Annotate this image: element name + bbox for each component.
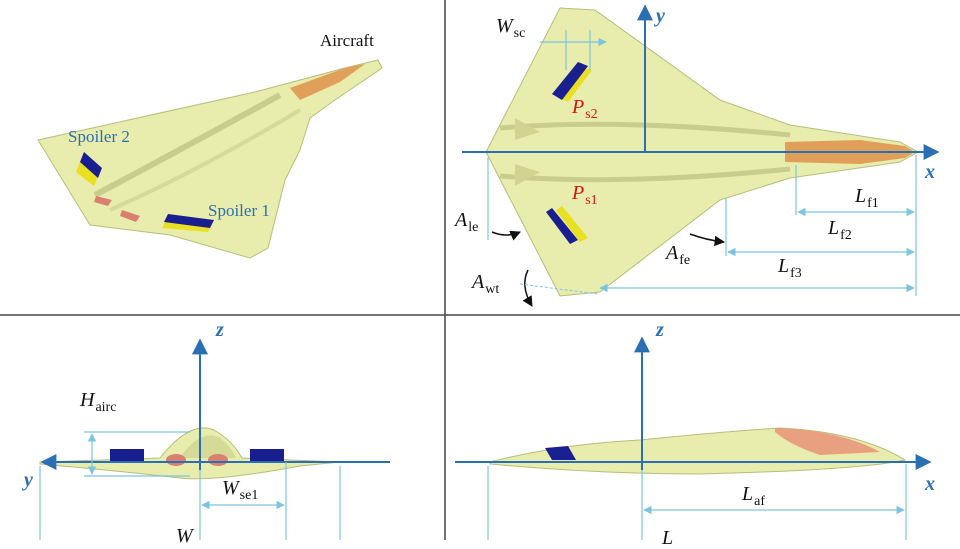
p-s1-label: Ps1 xyxy=(572,182,598,208)
p-s2-label: Ps2 xyxy=(572,96,598,122)
inlet-upper xyxy=(515,118,540,140)
red-patch-2 xyxy=(120,210,140,222)
aircraft-front-view xyxy=(39,338,390,540)
ale-arc xyxy=(491,230,521,241)
fuselage-line-upper xyxy=(499,121,791,138)
aircraft-side-view xyxy=(455,336,932,540)
h-airc-label: Hairc xyxy=(80,389,117,415)
axis-x-label-side: x xyxy=(925,473,935,495)
axis-y-label-top: y xyxy=(656,5,665,27)
front-canopy xyxy=(180,435,236,458)
aircraft-3d-nose xyxy=(290,64,365,100)
red-patch-1 xyxy=(94,196,112,206)
axis-x-label-top: x xyxy=(925,161,935,183)
spoiler-s2-base xyxy=(560,68,592,102)
spoiler-s2-panel xyxy=(552,62,588,100)
l-af-label: Laf xyxy=(742,483,766,509)
front-red-right xyxy=(208,454,228,466)
side-spoiler xyxy=(545,446,576,460)
axis-y-label-front: y xyxy=(24,469,33,491)
l-f2-label: Lf2 xyxy=(828,217,852,243)
front-red-left xyxy=(166,454,186,466)
spoiler1-panel xyxy=(164,214,214,228)
spoiler2-label: Spoiler 2 xyxy=(68,127,130,146)
l-f1-label: Lf1 xyxy=(855,185,879,211)
a-le-label: Ale xyxy=(455,209,479,235)
aircraft-top-view xyxy=(462,4,940,307)
l-f3-label: Lf3 xyxy=(778,255,802,281)
aircraft-3d-fuselage-ridge xyxy=(93,92,282,198)
aircraft-3d-view xyxy=(37,59,383,259)
awt-ref xyxy=(519,283,599,295)
fuselage-line-lower xyxy=(499,166,791,183)
w-se1-label: Wse1 xyxy=(222,477,259,503)
spoiler-s1-panel xyxy=(546,208,578,244)
axis-z-label-front: z xyxy=(216,319,224,341)
spoiler-s1-base xyxy=(556,206,588,242)
awt-arc xyxy=(522,269,533,307)
a-fe-label: Afe xyxy=(666,242,691,268)
inlet-lower xyxy=(515,164,540,186)
axis-z-label-side: z xyxy=(656,319,664,341)
side-nose xyxy=(775,428,880,455)
spoiler2-panel xyxy=(80,152,102,178)
spoiler2-base xyxy=(76,162,98,186)
w-label-partial: W xyxy=(176,525,193,547)
spoiler1-label: Spoiler 1 xyxy=(208,201,270,220)
a-wt-label: Awt xyxy=(472,271,500,297)
front-spoiler-left xyxy=(110,449,144,461)
aircraft-label: Aircraft xyxy=(320,31,374,50)
front-spoiler-right xyxy=(250,449,284,461)
w-sc-label: Wsc xyxy=(496,15,526,41)
aircraft-3d-fuselage-ridge-2 xyxy=(109,108,302,212)
l-label-partial: L xyxy=(662,527,674,549)
afe-arc xyxy=(689,233,726,247)
